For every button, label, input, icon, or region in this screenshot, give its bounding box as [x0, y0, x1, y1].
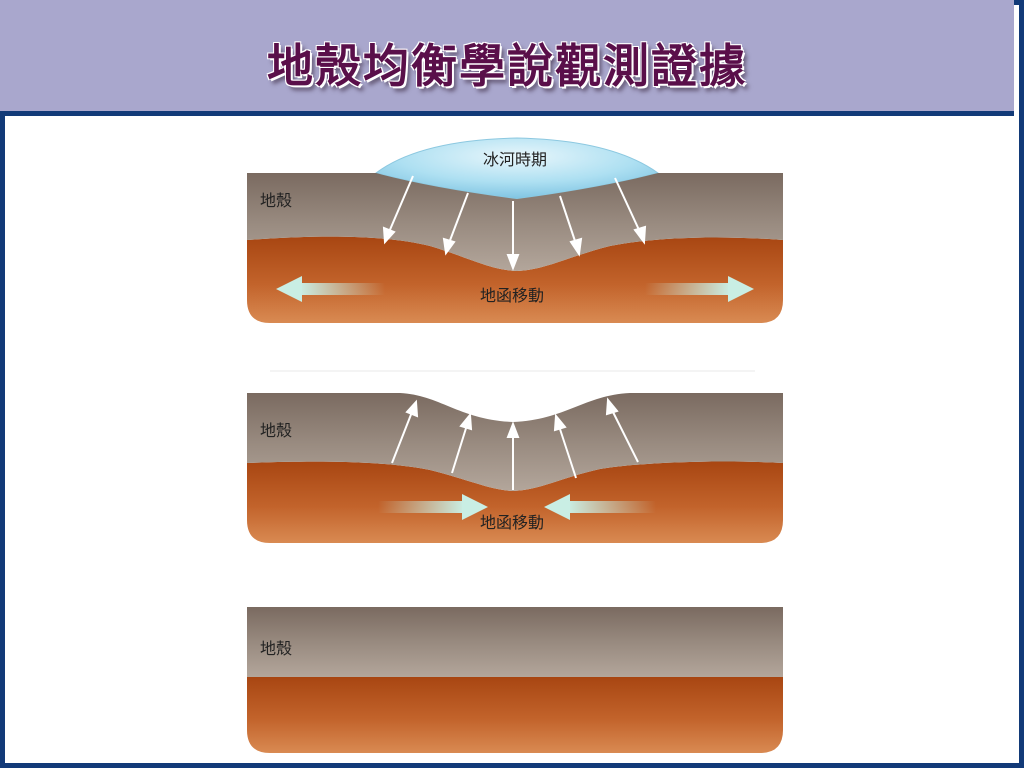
panel-2-rebound: 地殼 地函移動 [247, 393, 783, 543]
panel-3-crust-label: 地殼 [260, 639, 292, 658]
panel-1-glacial: 地殼 冰河時期 地函移動 [247, 137, 783, 323]
panel-1-mantle [247, 236, 783, 323]
panel-2-mantle-label: 地函移動 [480, 513, 544, 532]
arrow-down-icon [382, 175, 647, 271]
panel-3-equilibrium: 地殼 [247, 607, 783, 753]
slide-title: 地殼均衡學說觀測證據 [267, 39, 747, 93]
header-bar: 地殼均衡學說觀測證據 [0, 0, 1014, 116]
panel-3-crust [247, 607, 783, 677]
outward-flow-arrow-icon [276, 276, 754, 302]
panel-1-crust [247, 173, 783, 271]
panel-2-crust [247, 393, 783, 491]
panel-2-crust-label: 地殼 [260, 421, 292, 440]
ice-sheet [374, 137, 660, 200]
inward-flow-arrow-icon [378, 494, 656, 520]
panel-1-crust-label: 地殼 [260, 191, 292, 210]
arrow-up-icon [391, 397, 639, 490]
panel-2-mantle [247, 461, 783, 543]
panel-1-ice-label: 冰河時期 [483, 150, 547, 169]
panel-1-mantle-label: 地函移動 [480, 286, 544, 305]
panel-3-mantle [247, 677, 783, 753]
